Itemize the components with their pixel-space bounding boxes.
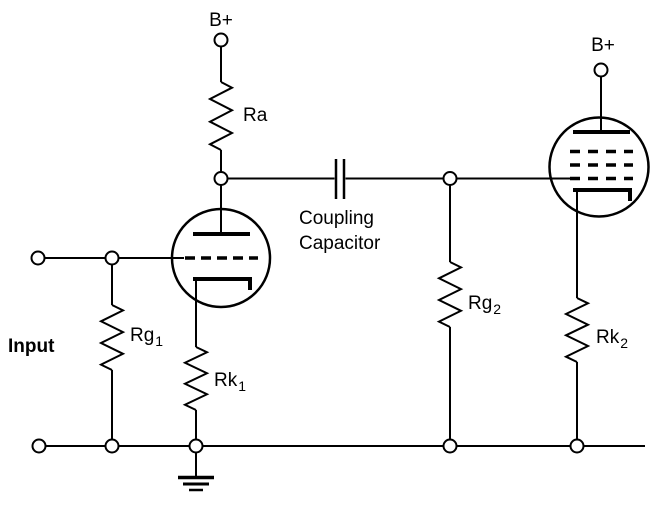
input-return-terminal xyxy=(31,438,47,454)
rk1-label-sub: 1 xyxy=(238,378,246,394)
input-label: Input xyxy=(8,336,55,357)
resistor-rk2-zigzag xyxy=(563,297,591,363)
rg2-label: Rg2 xyxy=(468,293,501,317)
rk1-label-main: Rk xyxy=(214,370,238,391)
rg1-label: Rg1 xyxy=(130,325,163,349)
coupling-capacitor-label-line1: Coupling xyxy=(299,208,374,229)
resistor-rg2-zigzag xyxy=(436,261,464,328)
coupling-capacitor-label-line2: Capacitor xyxy=(299,233,381,254)
tube2-cathode xyxy=(573,188,632,201)
rg1-label-sub: 1 xyxy=(155,333,163,349)
coupling-capacitor: Coupling Capacitor xyxy=(227,159,444,254)
junction-node-rk2-bottom xyxy=(569,438,585,454)
rk2-label-main: Rk xyxy=(596,327,620,348)
input-terminal xyxy=(30,250,46,266)
rg1-label-main: Rg xyxy=(130,325,154,346)
resistor-rg1-zigzag xyxy=(98,304,126,371)
resistor-rg2: Rg2 xyxy=(436,185,501,446)
bottom-rail xyxy=(31,438,645,454)
b-plus-2-label: B+ xyxy=(591,35,615,56)
rk2-label-sub: 2 xyxy=(620,335,628,351)
rg2-label-sub: 2 xyxy=(493,301,501,317)
b-plus-2-terminal xyxy=(593,62,609,78)
stage2-supply: B+ xyxy=(591,35,615,132)
rk1-label: Rk1 xyxy=(214,370,246,394)
ground-symbol xyxy=(178,452,214,492)
resistor-ra: Ra xyxy=(207,81,268,151)
stage1-supply: B+ xyxy=(209,10,233,82)
tube1-cathode xyxy=(193,277,252,290)
resistor-rk1-zigzag xyxy=(182,346,210,411)
junction-node-rg1-bottom xyxy=(104,438,120,454)
b-plus-1-terminal xyxy=(213,32,229,48)
resistor-ra-zigzag xyxy=(207,81,235,151)
tube2-pentode xyxy=(548,116,650,298)
b-plus-1-label: B+ xyxy=(209,10,233,31)
junction-node-rg2-bottom xyxy=(442,438,458,454)
rk2-label: Rk2 xyxy=(596,327,628,351)
resistor-rg1: Rg1 xyxy=(98,264,163,446)
resistor-rk1: Rk1 xyxy=(182,346,246,446)
resistor-rk2: Rk2 xyxy=(563,297,628,446)
tube1-triode xyxy=(170,185,272,347)
junction-node-grid2 xyxy=(442,171,458,186)
junction-node-plate1 xyxy=(213,171,229,186)
rg2-label-main: Rg xyxy=(468,293,492,314)
junction-node-ground xyxy=(188,438,204,454)
junction-node-input xyxy=(104,250,120,266)
ra-label: Ra xyxy=(243,105,268,126)
tube2-envelope xyxy=(548,116,650,218)
